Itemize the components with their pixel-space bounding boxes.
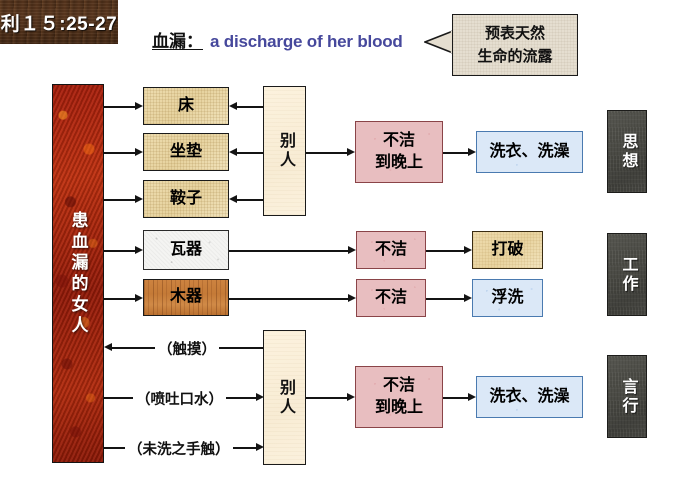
others-box-top-label: 别人	[276, 132, 294, 170]
arrowhead-source-to-saddle	[135, 195, 143, 203]
wash-box-bottom-label: 洗衣、洗澡	[489, 387, 570, 405]
page-title-english: a discharge of her blood	[210, 32, 403, 51]
connector-source-to-wooden	[104, 298, 137, 300]
arrowhead-spit	[256, 393, 264, 401]
others-box-bottom-label: 别人	[276, 378, 294, 417]
connector-source-to-cushion	[104, 152, 137, 154]
outcome-box-break-label: 打破	[491, 240, 524, 258]
connector-others-bottom-to-unclean	[306, 397, 350, 399]
category-box-thought: 思想	[607, 110, 647, 193]
category-box-speech-label: 言行	[619, 377, 637, 416]
source-column-label: 患血漏的女人	[68, 210, 88, 337]
unclean-box-bottom-line-1: 不洁	[382, 377, 415, 395]
arrowhead-unclean-wooden-to-rinse	[464, 294, 472, 302]
label-unwashed-hand: （未洗之手触）	[125, 438, 233, 459]
arrowhead-others-to-bed	[229, 102, 237, 110]
unclean-box-top-line-1: 不洁	[382, 132, 415, 150]
arrowhead-others-bottom-to-unclean	[347, 393, 355, 401]
unclean-box-pottery-label: 不洁	[374, 240, 407, 258]
connector-others-to-cushion	[237, 152, 264, 154]
item-box-pottery-label: 瓦器	[169, 240, 202, 258]
callout-box: 预表天然 生命的流露	[452, 14, 578, 76]
category-box-thought-label: 思想	[619, 132, 637, 171]
others-box-top: 别人	[263, 86, 306, 216]
category-box-work-label: 工作	[619, 255, 637, 294]
arrowhead-others-to-saddle	[229, 195, 237, 203]
item-box-cushion: 坐垫	[143, 133, 229, 171]
item-box-cushion-label: 坐垫	[169, 142, 202, 160]
arrowhead-unclean-pottery-to-break	[464, 246, 472, 254]
item-box-saddle-label: 鞍子	[169, 189, 202, 207]
arrowhead-others-to-cushion	[229, 148, 237, 156]
arrowhead-pottery-to-unclean	[348, 246, 356, 254]
unclean-box-top: 不洁 到晚上	[355, 121, 443, 183]
connector-unclean-wooden-to-rinse	[426, 298, 467, 300]
unclean-box-wooden-label: 不洁	[374, 288, 407, 306]
arrowhead-source-to-wooden	[135, 294, 143, 302]
outcome-box-break: 打破	[472, 231, 543, 269]
arrowhead-wooden-to-unclean	[348, 294, 356, 302]
callout-line-2: 生命的流露	[477, 48, 553, 65]
page-title: 血漏： a discharge of her blood	[152, 27, 403, 52]
connector-unclean-bottom-to-wash	[443, 397, 471, 399]
unclean-box-top-line-2: 到晚上	[374, 154, 423, 171]
arrowhead-source-to-bed	[135, 102, 143, 110]
item-box-pottery: 瓦器	[143, 230, 229, 270]
connector-others-top-to-unclean	[306, 152, 350, 154]
arrowhead-unclean-top-to-wash	[468, 148, 476, 156]
connector-source-to-saddle	[104, 199, 137, 201]
unclean-box-bottom-line-2: 到晚上	[374, 399, 423, 416]
item-box-bed-label: 床	[177, 96, 194, 114]
connector-wooden-to-unclean	[229, 298, 351, 300]
connector-others-to-saddle	[237, 199, 264, 201]
category-box-work: 工作	[607, 233, 647, 316]
connector-pottery-to-unclean	[229, 250, 351, 252]
connector-unclean-top-to-wash	[443, 152, 471, 154]
scripture-reference-banner: 利１５:25-27	[0, 0, 118, 44]
label-spit: （喷吐口水）	[133, 388, 226, 409]
outcome-box-rinse-label: 浮洗	[491, 288, 524, 306]
item-box-saddle: 鞍子	[143, 180, 229, 218]
connector-others-to-bed	[237, 106, 264, 108]
label-touch: （触摸）	[155, 338, 219, 359]
arrowhead-others-top-to-unclean	[347, 148, 355, 156]
others-box-bottom: 别人	[263, 330, 306, 465]
connector-unclean-pottery-to-break	[426, 250, 467, 252]
unclean-box-wooden: 不洁	[356, 279, 426, 317]
item-box-wooden-label: 木器	[169, 288, 202, 306]
source-column-woman-with-issue-of-blood: 患血漏的女人	[52, 84, 104, 463]
arrowhead-unclean-bottom-to-wash	[468, 393, 476, 401]
connector-source-to-bed	[104, 106, 137, 108]
arrowhead-source-to-pottery	[135, 246, 143, 254]
callout-line-1: 预表天然	[484, 24, 545, 42]
wash-box-top: 洗衣、洗澡	[476, 131, 583, 173]
connector-source-to-pottery	[104, 250, 137, 252]
arrowhead-source-to-cushion	[135, 148, 143, 156]
arrowhead-unwashed-hand	[256, 443, 264, 451]
page-title-chinese: 血漏：	[152, 32, 203, 51]
item-box-wooden: 木器	[143, 279, 229, 316]
unclean-box-pottery: 不洁	[356, 231, 426, 269]
item-box-bed: 床	[143, 87, 229, 125]
unclean-box-bottom: 不洁 到晚上	[355, 366, 443, 428]
scripture-reference-label: 利１５:25-27	[0, 13, 118, 35]
arrowhead-touch	[104, 343, 112, 351]
wash-box-top-label: 洗衣、洗澡	[489, 142, 570, 160]
category-box-speech: 言行	[607, 355, 647, 438]
wash-box-bottom: 洗衣、洗澡	[476, 376, 583, 418]
callout-tail-icon	[424, 30, 454, 54]
outcome-box-rinse: 浮洗	[472, 279, 543, 317]
